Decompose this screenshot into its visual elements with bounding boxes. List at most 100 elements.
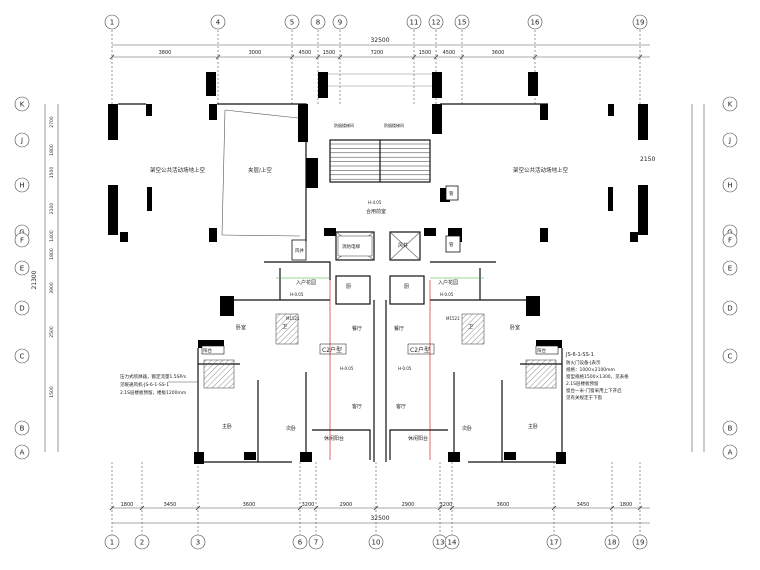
axis-bubble-bottom-7: 7 xyxy=(308,534,324,550)
svg-text:19: 19 xyxy=(636,539,645,547)
level-bot-right: H-0.05 xyxy=(398,366,412,371)
axis-bubble-top-4: 4 xyxy=(210,14,226,30)
bath-left-label: 卫 xyxy=(282,324,287,330)
svg-text:J: J xyxy=(728,137,731,145)
left-seg-dim: 1400 xyxy=(49,230,55,242)
living-right-label: 客厅 xyxy=(396,403,406,410)
top-seg-dim: 3800 xyxy=(159,50,172,56)
axis-bubble-left-E: E xyxy=(14,260,30,276)
svg-text:E: E xyxy=(20,265,24,273)
left-seg-dim: 2700 xyxy=(49,116,55,128)
svg-text:1: 1 xyxy=(110,19,114,27)
svg-text:4: 4 xyxy=(216,19,221,27)
svg-text:15: 15 xyxy=(458,19,467,27)
bed-left-label: 卧室 xyxy=(236,324,246,331)
axis-bubble-top-12: 12 xyxy=(428,14,444,30)
left-apartment: 入户花园 厨 H-0.05 M1521 卫 卧室 餐厅 C2户型 阳台 主卧 次… xyxy=(194,261,371,464)
top-seg-dim: 1500 xyxy=(323,50,336,56)
svg-text:7: 7 xyxy=(314,539,318,547)
left-void-label: 架空公共活动场地上空 xyxy=(150,166,206,174)
bottom-seg-dim: 3200 xyxy=(302,502,315,508)
axis-bubble-bottom-1: 1 xyxy=(104,534,120,550)
axis-bubble-bottom-18: 18 xyxy=(604,534,620,550)
level-top-left: H-4.05 xyxy=(368,200,382,205)
top-seg-dim: 3000 xyxy=(249,50,262,56)
svg-text:3: 3 xyxy=(196,539,200,547)
axis-bubble-bottom-6: 6 xyxy=(292,534,308,550)
axis-bubble-bottom-17: 17 xyxy=(546,534,562,550)
left-seg-dim: 1800 xyxy=(49,144,55,156)
axis-bubble-left-F: F xyxy=(14,232,30,248)
axis-bubble-left-C: C xyxy=(14,348,30,364)
svg-text:G: G xyxy=(727,229,732,237)
balcony-left-label: 阳台 xyxy=(203,347,212,354)
right-note-1: JS-6-1-SS-1 xyxy=(565,352,594,358)
bottom-seg-dim: 3200 xyxy=(440,502,453,508)
left-seg-dim: 1500 xyxy=(49,386,55,398)
axis-bubble-top-16: 16 xyxy=(527,14,543,30)
svg-text:13: 13 xyxy=(436,539,445,547)
svg-text:A: A xyxy=(20,449,25,457)
right-notes: JS-6-1-SS-1 防火门设备-J表示 规格：1000×2100mm 窗型规… xyxy=(565,352,629,401)
bottom-seg-dim: 1800 xyxy=(121,502,134,508)
axis-bubble-left-D: D xyxy=(14,300,30,316)
axis-bubble-left-H: H xyxy=(14,177,30,193)
right-dimension-chain: 2150 xyxy=(640,104,705,452)
dining-right-label: 餐厅 xyxy=(394,325,404,332)
axis-bubble-right-A: A xyxy=(722,444,738,460)
second-left-label: 次卧 xyxy=(286,425,296,432)
bottom-seg-dim: 2900 xyxy=(402,502,415,508)
axis-bubble-left-A: A xyxy=(14,444,30,460)
master-left-label: 主卧 xyxy=(222,423,232,430)
stair-core: 防烟楼梯间 防烟楼梯间 合用前室 H-4.05 消防电梯 管 风井 风井 管 xyxy=(206,72,538,261)
right-dim-note: 2150 xyxy=(640,156,655,163)
svg-text:K: K xyxy=(20,101,25,109)
left-seg-dim: 2100 xyxy=(49,203,55,215)
entry-left-label: 入户花园 xyxy=(296,279,316,286)
svg-text:H: H xyxy=(727,182,732,190)
svg-text:H: H xyxy=(19,182,24,190)
unit-right-label: C2户型 xyxy=(410,346,430,354)
top-total-dim: 32500 xyxy=(370,37,389,44)
left-note-1: 压力式喷淋器，额定流量1.5SP/s xyxy=(120,373,187,380)
axis-bubble-right-J: J xyxy=(722,132,738,148)
svg-text:1: 1 xyxy=(110,539,114,547)
left-seg-dim: 2500 xyxy=(49,326,55,338)
top-seg-dim: 7200 xyxy=(371,50,384,56)
svg-text:19: 19 xyxy=(636,19,645,27)
bed-right-label: 卧室 xyxy=(510,324,520,331)
stair-note-right: 防烟楼梯间 xyxy=(384,122,404,128)
top-seg-dim: 1500 xyxy=(419,50,432,56)
left-note-2: 见暖通风机-JS-6-1-SS-1 xyxy=(120,381,169,388)
right-note-3: 规格：1000×2100mm xyxy=(566,366,615,373)
svg-text:14: 14 xyxy=(448,539,457,547)
bottom-seg-dim: 3600 xyxy=(243,502,256,508)
axis-bubble-top-5: 5 xyxy=(284,14,300,30)
top-seg-dim: 4500 xyxy=(299,50,312,56)
axis-bubble-top-1: 1 xyxy=(104,14,120,30)
svg-text:10: 10 xyxy=(372,539,381,547)
svg-text:9: 9 xyxy=(338,19,342,27)
ml-right: M1521 xyxy=(446,316,460,321)
axis-bubble-bottom-3: 3 xyxy=(190,534,206,550)
svg-text:C: C xyxy=(728,353,733,361)
axis-bubble-left-J: J xyxy=(14,132,30,148)
bottom-seg-dim: 3450 xyxy=(164,502,177,508)
left-notes: 压力式喷淋器，额定流量1.5SP/s 见暖通风机-JS-6-1-SS-1 2.1… xyxy=(120,373,198,396)
dining-left-label: 餐厅 xyxy=(352,325,362,332)
right-note-2: 防火门设备-J表示 xyxy=(566,359,601,366)
axis-bubble-bottom-2: 2 xyxy=(134,534,150,550)
level-bot-left: H-0.05 xyxy=(340,366,354,371)
right-note-4: 窗型规格1500×1300，见表格 xyxy=(566,373,629,380)
leisure-right-label: 休闲阳台 xyxy=(408,435,428,442)
svg-text:B: B xyxy=(20,425,25,433)
shaft-right-label: 风井 xyxy=(398,242,408,249)
svg-text:F: F xyxy=(20,237,24,245)
svg-text:B: B xyxy=(728,425,733,433)
axis-bubble-top-8: 8 xyxy=(310,14,326,30)
right-void-label: 架空公共活动场地上空 xyxy=(513,166,569,174)
left-seg-dim: 1800 xyxy=(49,248,55,260)
